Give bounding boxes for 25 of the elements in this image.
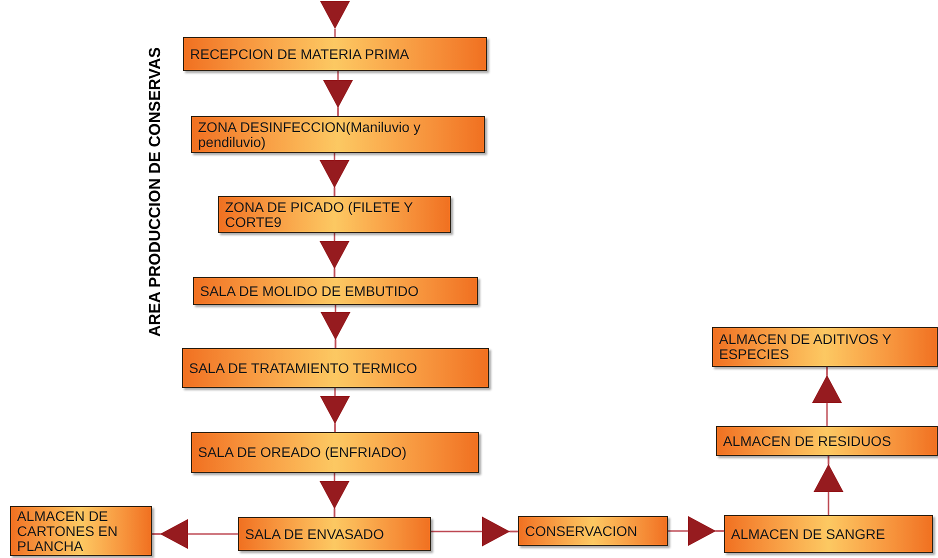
process-box: CONSERVACION <box>518 516 668 546</box>
process-box: ZONA DE PICADO (FILETE Y CORTE9 <box>218 196 451 233</box>
arrow <box>431 516 519 548</box>
process-box: RECEPCION DE MATERIA PRIMA <box>183 37 487 71</box>
process-box: ALMACEN DE CARTONES EN PLANCHA <box>10 506 152 556</box>
area-label: AREA PRODUCCION DE CONSERVAS <box>146 46 165 339</box>
process-box: SALA DE ENVASADO <box>238 517 431 551</box>
process-box: ALMACEN DE ADITIVOS Y ESPECIES <box>712 327 938 367</box>
arrow <box>319 388 351 433</box>
arrow <box>812 455 844 515</box>
arrow <box>318 153 350 197</box>
process-box: SALA DE TRATAMIENTO TERMICO <box>182 348 489 388</box>
arrow <box>318 473 350 518</box>
process-box: ALMACEN DE SANGRE <box>724 515 933 553</box>
arrow <box>319 0 351 38</box>
arrow <box>811 366 843 426</box>
arrow <box>151 518 238 550</box>
process-box: SALA DE MOLIDO DE EMBUTIDO <box>193 277 478 305</box>
process-box: ALMACEN DE RESIDUOS <box>716 426 938 456</box>
process-box: ZONA DESINFECCION(Maniluvio y pendiluvio) <box>191 116 485 153</box>
process-box: SALA DE OREADO (ENFRIADO) <box>191 432 479 473</box>
arrow <box>668 515 725 547</box>
arrow <box>320 305 352 349</box>
arrow <box>322 71 354 117</box>
arrow <box>318 233 350 278</box>
